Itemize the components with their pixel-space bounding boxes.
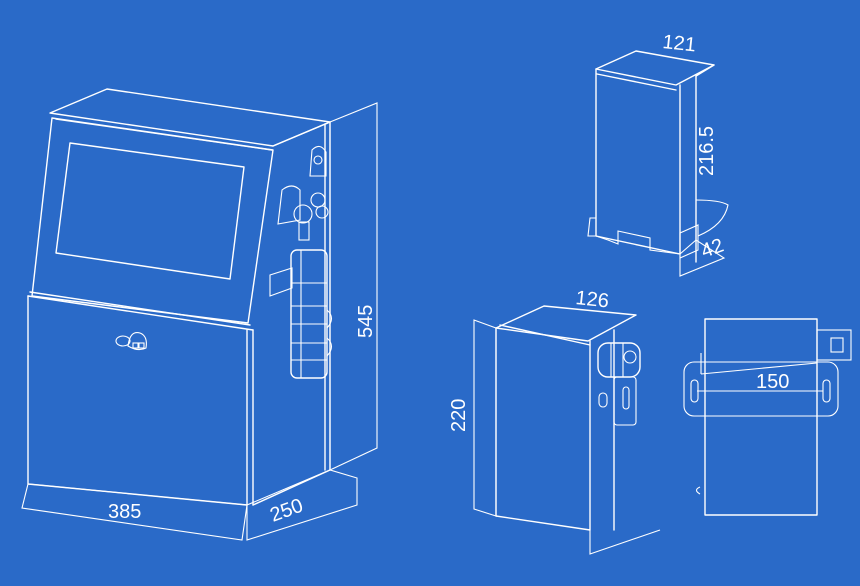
main-printer-unit <box>21 88 378 541</box>
cartridge-width-dimension: 121 <box>661 31 696 56</box>
power-button-icon <box>115 331 147 351</box>
main-height-dimension: 545 <box>355 305 377 338</box>
cartridge-height-dimension: 216.5 <box>696 126 718 176</box>
side-unit-height-dimension: 220 <box>448 399 470 432</box>
side-unit-width-dimension: 126 <box>574 287 609 312</box>
side-unit <box>473 305 661 555</box>
top-view-width-dimension: 150 <box>756 371 789 393</box>
main-width-dimension: 385 <box>108 501 141 523</box>
side-fittings <box>269 145 333 379</box>
main-depth-dimension: 250 <box>267 495 306 527</box>
top-view-unit <box>683 318 852 516</box>
ink-cartridge <box>587 50 729 277</box>
cartridge-connector-icon <box>597 342 641 426</box>
